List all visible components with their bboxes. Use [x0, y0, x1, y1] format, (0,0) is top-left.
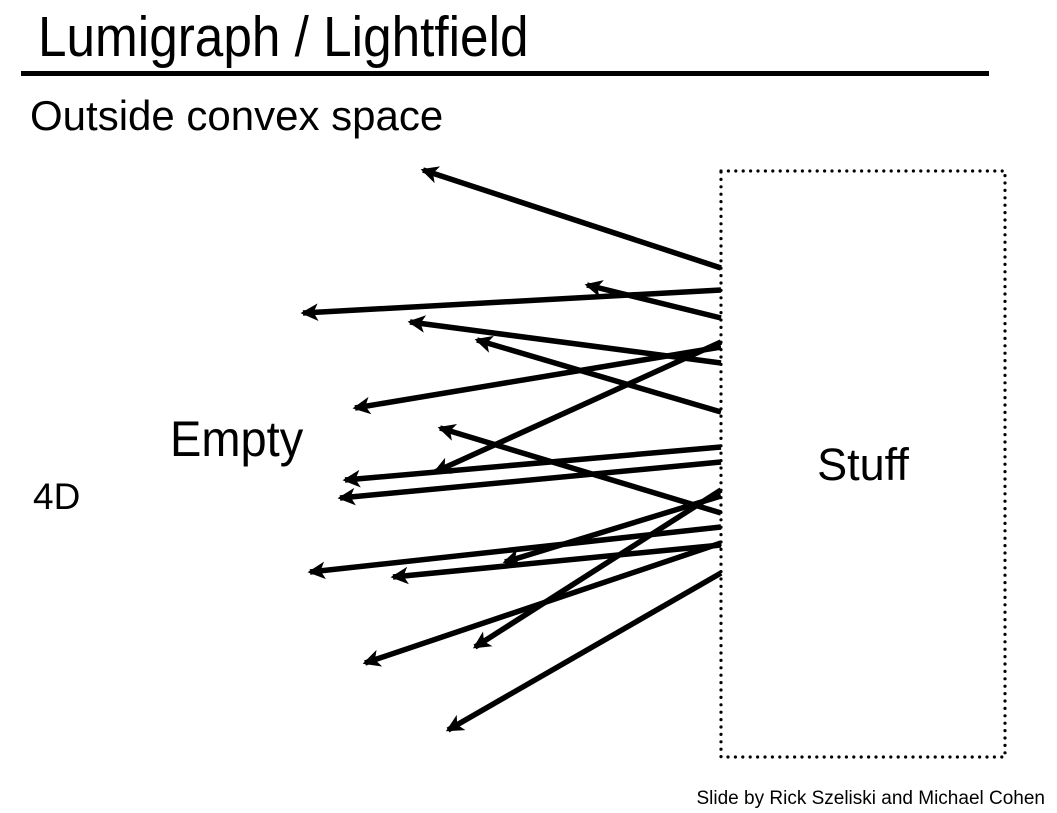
- light-ray-arrow: [502, 493, 722, 566]
- slide-title: Lumigraph / Lightfield: [38, 5, 529, 69]
- slide-subtitle: Outside convex space: [30, 92, 444, 139]
- light-ray-arrow: [445, 570, 723, 733]
- light-ray-arrow: [584, 280, 722, 321]
- title-underline: [21, 71, 989, 76]
- light-ray-arrow: [342, 444, 722, 488]
- light-ray-arrow: [390, 542, 722, 585]
- stuff-box: [719, 169, 1007, 759]
- light-ray-arrow: [337, 459, 722, 506]
- empty-region-label: Empty: [170, 411, 304, 467]
- light-ray-arrow: [300, 287, 722, 321]
- light-ray-arrow: [437, 423, 722, 516]
- light-ray-arrow: [474, 335, 722, 415]
- light-ray-arrow: [420, 166, 722, 271]
- light-ray-arrow: [362, 540, 722, 667]
- light-ray-arrow: [352, 344, 722, 415]
- light-ray-arrow: [472, 487, 723, 650]
- ray-diagram-content: [300, 166, 1007, 759]
- dimension-4d-label: 4D: [33, 476, 81, 517]
- slide-credit: Slide by Rick Szeliski and Michael Cohen: [696, 788, 1046, 809]
- stuff-region-label: Stuff: [817, 439, 909, 490]
- light-ray-arrow: [432, 339, 723, 475]
